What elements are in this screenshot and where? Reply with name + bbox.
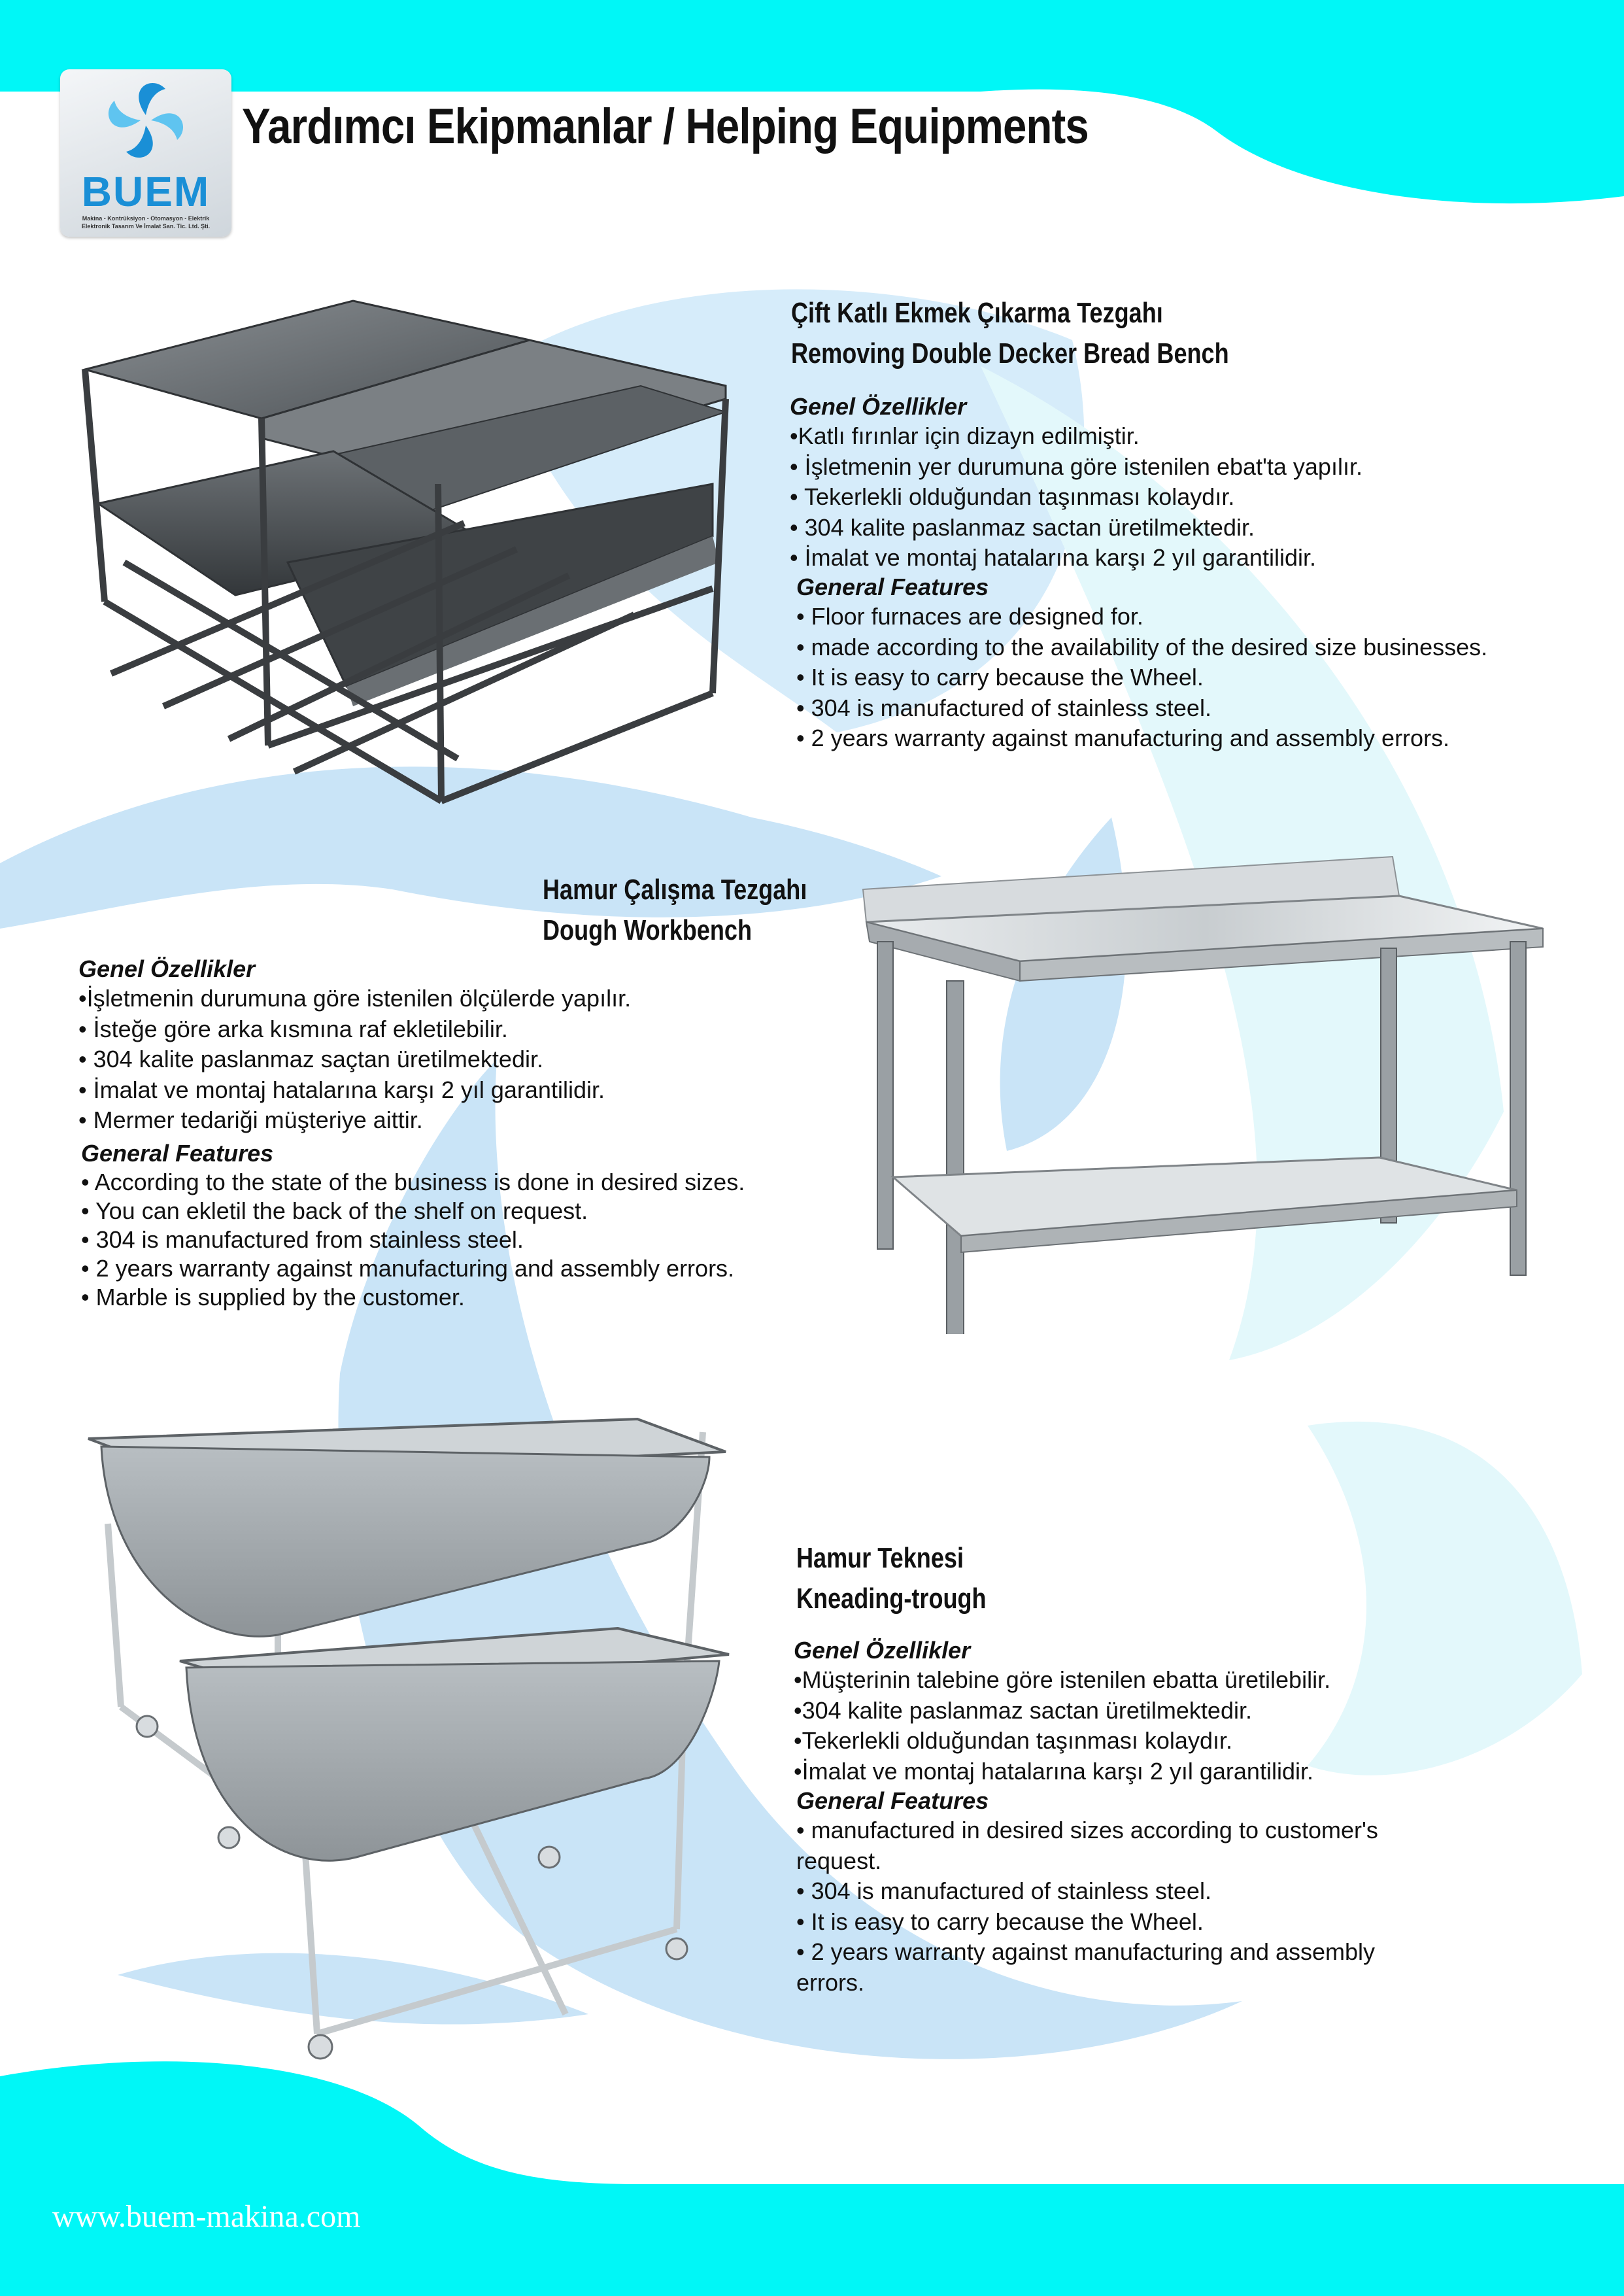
list-item: • manufactured in desired sizes accordin… xyxy=(796,1817,1378,1874)
list-item: • 2 years warranty against manufacturing… xyxy=(796,1938,1376,1996)
list-item: • İmalat ve montaj hatalarına karşı 2 yı… xyxy=(790,544,1316,571)
logo-subtitle-line-1: Makina - Kontrüksiyon - Otomasyon - Elek… xyxy=(82,215,210,222)
dough-workbench-image xyxy=(862,855,1544,1334)
page-title: Yardımcı Ekipmanlar / Helping Equipments xyxy=(242,99,1089,154)
list-item: • You can ekletil the back of the shelf … xyxy=(81,1197,588,1224)
list-item: • 2 years warranty against manufacturing… xyxy=(796,725,1450,751)
list-item: • Mermer tedariği müşteriye aittir. xyxy=(78,1106,423,1133)
list-item: • Floor furnaces are designed for. xyxy=(796,603,1143,630)
list-item: •İmalat ve montaj hatalarına karşı 2 yıl… xyxy=(794,1757,1313,1785)
product-2-general-en: General Features • According to the stat… xyxy=(81,1139,794,1312)
list-item: • 304 is manufactured of stainless steel… xyxy=(796,694,1211,721)
product-3-en-list: • manufactured in desired sizes accordin… xyxy=(796,1815,1385,1998)
list-item: • It is easy to carry because the Wheel. xyxy=(796,664,1204,691)
list-item: • İmalat ve montaj hatalarına karşı 2 yı… xyxy=(78,1076,605,1103)
product-3-general-en: General Features • manufactured in desir… xyxy=(796,1787,1385,1998)
product-3-tr-heading: Genel Özellikler xyxy=(794,1637,971,1664)
product-3-title-en: Kneading-trough xyxy=(796,1583,987,1615)
list-item: • 304 kalite paslanmaz saçtan üretilmekt… xyxy=(78,1046,543,1072)
product-1-title: Çift Katlı Ekmek Çıkarma Tezgahı Removin… xyxy=(791,293,1325,374)
logo-subtitle-line-2: Elektronik Tasarım Ve İmalat San. Tic. L… xyxy=(81,223,211,230)
list-item: • According to the state of the business… xyxy=(81,1169,745,1195)
product-3-title: Hamur Teknesi Kneading-trough xyxy=(796,1538,1028,1619)
list-item: •Müşterinin talebine göre istenilen ebat… xyxy=(794,1666,1331,1693)
list-item: •Katlı fırınlar için dizayn edilmiştir. xyxy=(790,422,1140,449)
product-3-tr-list: •Müşterinin talebine göre istenilen ebat… xyxy=(794,1665,1546,1787)
product-3-general-tr: Genel Özellikler •Müşterinin talebine gö… xyxy=(794,1636,1546,1787)
product-2-en-heading: General Features xyxy=(81,1140,274,1167)
product-2-tr-list: •İşletmenin durumuna göre istenilen ölçü… xyxy=(78,984,837,1136)
product-1-en-list: • Floor furnaces are designed for. • mad… xyxy=(796,602,1502,754)
list-item: • İşletmenin yer durumuna göre istenilen… xyxy=(790,453,1362,480)
list-item: • 2 years warranty against manufacturing… xyxy=(81,1255,735,1282)
logo-wordmark: BUEM xyxy=(81,168,211,215)
product-3-en-heading: General Features xyxy=(796,1787,989,1814)
list-item: • 304 is manufactured from stainless ste… xyxy=(81,1226,524,1253)
product-1-general-en: General Features • Floor furnaces are de… xyxy=(796,573,1502,754)
logo-subtitle: Makina - Kontrüksiyon - Otomasyon - Elek… xyxy=(67,214,225,230)
list-item: • Marble is supplied by the customer. xyxy=(81,1284,465,1311)
company-logo: BUEM Makina - Kontrüksiyon - Otomasyon -… xyxy=(60,69,231,237)
footer-website-link[interactable]: www.buem-makina.com xyxy=(52,2199,361,2234)
list-item: • It is easy to carry because the Wheel. xyxy=(796,1908,1204,1935)
product-1-title-en: Removing Double Decker Bread Bench xyxy=(791,337,1229,369)
logo-swirl-icon xyxy=(108,82,184,158)
list-item: •Tekerlekli olduğundan taşınması kolaydı… xyxy=(794,1727,1232,1754)
product-2-title-en: Dough Workbench xyxy=(543,914,753,946)
product-1-general-tr: Genel Özellikler •Katlı fırınlar için di… xyxy=(790,392,1542,574)
product-2-tr-heading: Genel Özellikler xyxy=(78,955,256,982)
list-item: • made according to the availability of … xyxy=(796,633,1488,660)
product-1-tr-heading: Genel Özellikler xyxy=(790,393,967,420)
product-3-title-tr: Hamur Teknesi xyxy=(796,1542,964,1574)
list-item: • 304 kalite paslanmaz sactan üretilmekt… xyxy=(790,513,1255,541)
product-1-tr-list: •Katlı fırınlar için dizayn edilmiştir. … xyxy=(790,421,1542,574)
product-1-en-heading: General Features xyxy=(796,574,989,600)
list-item: • Tekerlekli olduğundan taşınması kolayd… xyxy=(790,483,1235,510)
list-item: •304 kalite paslanmaz sactan üretilmekte… xyxy=(794,1696,1252,1724)
double-decker-bench-image xyxy=(81,300,729,804)
product-2-general-tr: Genel Özellikler •İşletmenin durumuna gö… xyxy=(78,955,837,1136)
product-2-en-list: • According to the state of the business… xyxy=(81,1168,794,1312)
kneading-trough-image xyxy=(88,1417,730,2060)
product-1-title-tr: Çift Katlı Ekmek Çıkarma Tezgahı xyxy=(791,297,1163,329)
list-item: •İşletmenin durumuna göre istenilen ölçü… xyxy=(78,985,632,1012)
product-2-title: Hamur Çalışma Tezgahı Dough Workbench xyxy=(543,870,865,951)
list-item: • 304 is manufactured of stainless steel… xyxy=(796,1877,1211,1904)
list-item: • İsteğe göre arka kısmına raf ekletileb… xyxy=(78,1015,508,1042)
product-2-title-tr: Hamur Çalışma Tezgahı xyxy=(543,874,807,906)
